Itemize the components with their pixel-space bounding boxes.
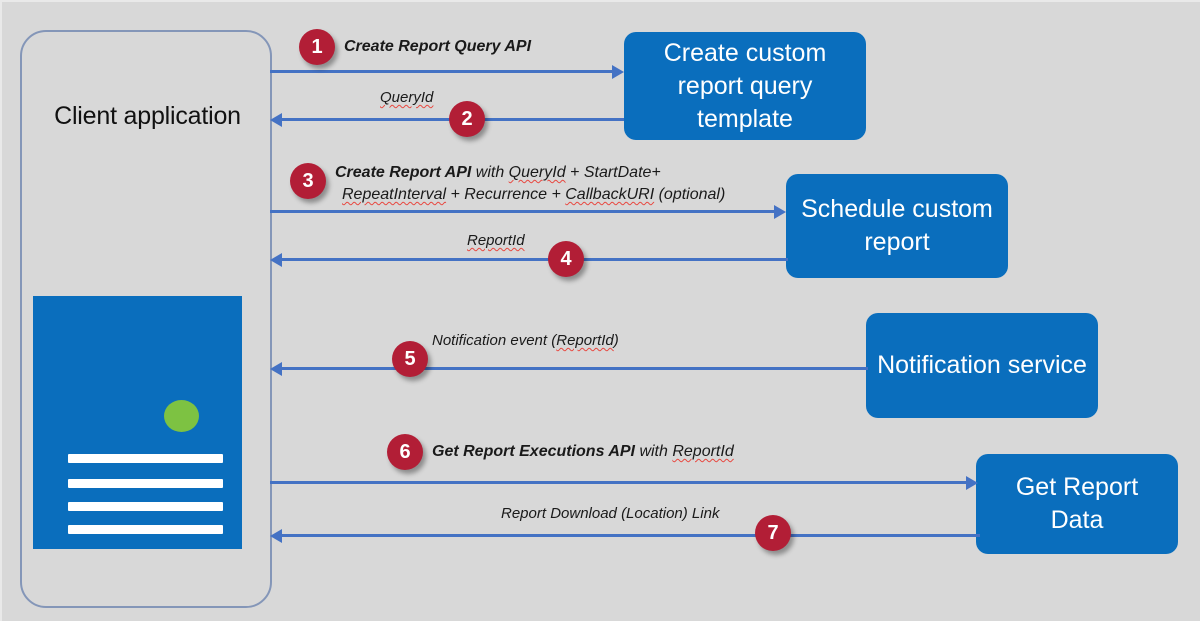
client-application-frame xyxy=(20,30,272,608)
connector-step-1 xyxy=(270,70,612,73)
connector-step-6 xyxy=(270,481,968,484)
document-text-line xyxy=(68,502,223,511)
step-label-3-line-2: RepeatInterval + Recurrence + CallbackUR… xyxy=(342,186,726,203)
step-label-6: Get Report Executions API with ReportId xyxy=(432,443,734,460)
document-text-line xyxy=(68,525,223,534)
step-badge-2[interactable]: 2 xyxy=(449,101,485,137)
box-get-report-data[interactable]: Get Report Data xyxy=(976,454,1178,554)
step-label-7: Report Download (Location) Link xyxy=(501,505,720,522)
arrow-head-left-step-2 xyxy=(270,112,282,127)
box-label: Notification service xyxy=(877,351,1087,379)
connector-step-3 xyxy=(270,210,776,213)
connector-step-5 xyxy=(282,367,868,370)
step-label-3-line-1: Create Report API with QueryId + StartDa… xyxy=(335,164,661,181)
arrow-head-left-step-4 xyxy=(270,252,282,267)
arrow-head-right-step-3 xyxy=(774,204,786,219)
box-notification-service[interactable]: Notification service xyxy=(866,313,1098,418)
connector-step-7 xyxy=(282,534,980,537)
box-label: Create custom report query template xyxy=(663,38,827,133)
client-application-label: Client application xyxy=(54,102,241,130)
step-badge-5[interactable]: 5 xyxy=(392,341,428,377)
step-badge-3[interactable]: 3 xyxy=(290,163,326,199)
step-badge-1[interactable]: 1 xyxy=(299,29,335,65)
arrow-head-left-step-5 xyxy=(270,361,282,376)
document-text-line xyxy=(68,479,223,488)
step-badge-6[interactable]: 6 xyxy=(387,434,423,470)
step-label-1: Create Report Query API xyxy=(344,38,532,55)
box-label: Get Report Data xyxy=(1015,473,1139,534)
document-card-icon xyxy=(33,296,242,549)
connector-step-4 xyxy=(282,258,788,261)
green-status-dot-icon xyxy=(164,400,199,432)
box-schedule-custom-report[interactable]: Schedule custom report xyxy=(786,174,1008,278)
step-label-5: Notification event (ReportId) xyxy=(432,332,619,349)
arrow-head-right-step-6 xyxy=(966,475,978,490)
document-text-line xyxy=(68,454,223,463)
arrow-head-left-step-7 xyxy=(270,528,282,543)
box-create-custom-report-query-template[interactable]: Create custom report query template xyxy=(624,32,866,140)
step-badge-7[interactable]: 7 xyxy=(755,515,791,551)
arrow-head-right-step-1 xyxy=(612,64,624,79)
step-label-2: QueryId xyxy=(380,89,434,106)
step-label-4: ReportId xyxy=(467,232,525,249)
box-label: Schedule custom report xyxy=(801,195,993,256)
step-badge-4[interactable]: 4 xyxy=(548,241,584,277)
